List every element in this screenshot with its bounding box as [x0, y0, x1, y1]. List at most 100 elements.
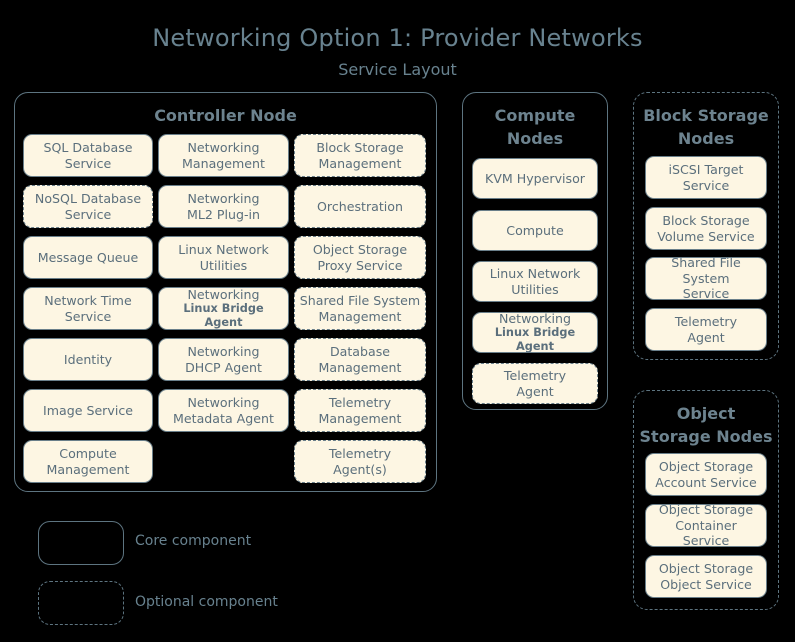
service-label-line1: KVM Hypervisor — [485, 170, 585, 186]
service-label-line2: Service — [682, 177, 730, 193]
service-label-line2: Linux Bridge Agent — [183, 302, 264, 330]
panel-controller-node-title: Controller Node — [154, 106, 297, 125]
service-box-compute-2[interactable]: Compute — [472, 210, 598, 251]
service-label-line2: Agent(s) — [333, 461, 387, 477]
service-label-line1: Linux Network — [178, 242, 269, 258]
page-title: Networking Option 1: Provider Networks — [152, 24, 643, 52]
service-label-line2: Object Service — [660, 576, 752, 592]
panel-object-storage-nodes: Object Storage Nodes — [633, 390, 779, 610]
service-label-line2: Service — [64, 206, 112, 222]
service-label-line1: NoSQL Database — [34, 191, 142, 207]
service-label-line1: Identity — [63, 351, 113, 367]
service-label-line1: Networking — [187, 395, 260, 411]
service-box-compute-1[interactable]: KVM Hypervisor — [472, 158, 598, 199]
service-label-line2: Service — [682, 286, 730, 302]
service-label-line2: Management — [318, 308, 402, 324]
service-label-line2: Linux Bridge Agent — [494, 326, 576, 354]
service-label-line1: Network Time — [44, 293, 132, 309]
service-box-controller-c3-2[interactable]: Orchestration — [294, 185, 426, 228]
service-label-line2: Management — [318, 410, 402, 426]
panel-block-storage-nodes-title-line2: Nodes — [677, 129, 735, 148]
panel-block-storage-nodes-title-line1: Block Storage — [643, 106, 769, 125]
panel-controller-node: Controller Node — [14, 92, 437, 492]
service-label-line2: Management — [46, 461, 130, 477]
service-label-line2: Agent — [687, 329, 725, 345]
service-label-line1: Telemetry — [328, 446, 392, 462]
legend-optional-swatch — [38, 581, 124, 625]
service-label-line1: Telemetry — [503, 368, 567, 384]
legend-core-swatch — [38, 521, 124, 565]
service-label-line1: Image Service — [43, 402, 133, 418]
service-label-line2: Utilities — [199, 257, 248, 273]
service-label-line1: Object Storage — [658, 561, 754, 577]
service-label-line1: Compute — [506, 222, 564, 238]
service-box-controller-c1-6[interactable]: Image Service — [23, 389, 153, 432]
service-label-line1: Object Storage — [658, 459, 754, 475]
service-label-line2: DHCP Agent — [185, 359, 262, 375]
service-label-line2: Volume Service — [657, 228, 755, 244]
service-label-line1: Telemetry — [674, 314, 738, 330]
service-label-line1: Linux Network — [489, 266, 581, 282]
service-label-line2: Account Service — [655, 474, 757, 490]
service-label-line2: Service — [64, 308, 112, 324]
service-label-line1: Object Storage — [312, 242, 408, 258]
service-label-line1: Networking — [498, 311, 572, 327]
panel-compute-nodes-title-line2: Nodes — [506, 129, 564, 148]
panel-object-storage-nodes-title-line1: Object — [676, 404, 736, 423]
service-label-line1: Orchestration — [317, 198, 403, 214]
service-label-line2: Agent — [516, 383, 554, 399]
legend-core-label: Core component — [135, 533, 252, 549]
service-label-line2: Proxy Service — [317, 257, 403, 273]
service-label-line2: Utilities — [511, 281, 559, 297]
panel-compute-nodes-title-line1: Compute — [494, 106, 576, 125]
service-label-line1: Networking — [187, 344, 260, 360]
service-label-line2: Management — [318, 155, 402, 171]
service-label-line1: Networking — [187, 191, 260, 207]
service-label-line1: Database — [329, 344, 391, 360]
service-label-line1: Compute — [59, 446, 117, 462]
service-label-line1: SQL Database — [43, 140, 133, 156]
service-label-line1: Networking — [187, 140, 260, 156]
service-label-line1: Shared File System — [671, 255, 741, 286]
service-label-line1: Shared File System — [299, 293, 421, 309]
panel-block-storage-nodes: Block Storage Nodes — [633, 92, 779, 360]
service-box-controller-c1-5[interactable]: Identity — [23, 338, 153, 381]
service-label-line1: iSCSI Target — [668, 162, 744, 178]
service-box-controller-c1-3[interactable]: Message Queue — [23, 236, 153, 279]
service-label-line1: Object Storage — [658, 502, 754, 518]
service-label-line1: Telemetry — [328, 395, 392, 411]
service-label-line2: Service — [64, 155, 112, 171]
service-label-line1: Block Storage — [662, 213, 750, 229]
page-subtitle: Service Layout — [338, 60, 457, 79]
service-label-line1: Message Queue — [37, 249, 139, 265]
service-label-line2: Management — [318, 359, 402, 375]
service-label-line2: Metadata Agent — [173, 410, 274, 426]
panel-compute-nodes: Compute Nodes — [462, 92, 608, 410]
